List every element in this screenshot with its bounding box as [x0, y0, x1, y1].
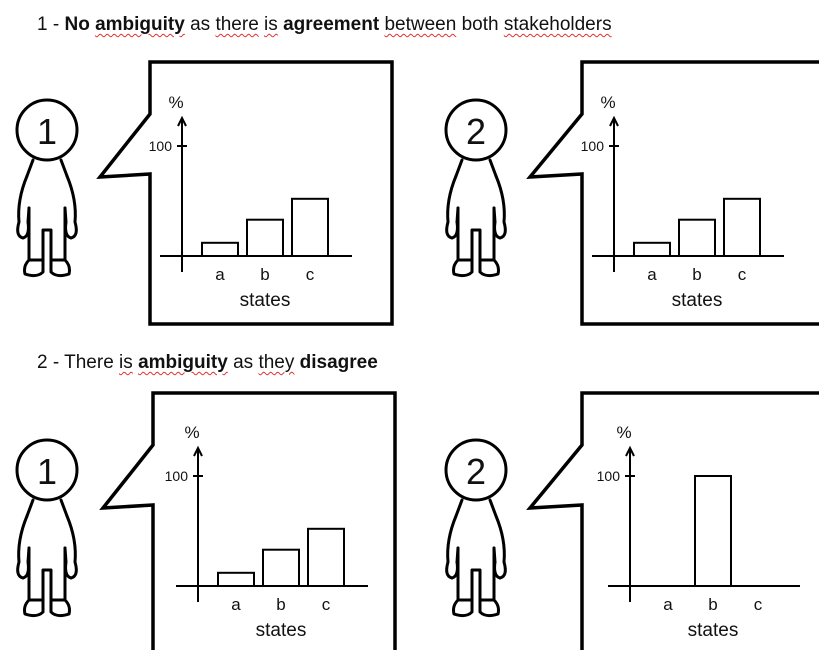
x-axis-label: states	[240, 290, 291, 311]
stakeholder-figure: 1	[17, 100, 77, 276]
stakeholder-body	[18, 176, 29, 238]
stakeholder-body	[25, 548, 70, 616]
bar-c	[724, 199, 760, 256]
x-tick-label: b	[708, 595, 717, 614]
y-axis-label: %	[600, 93, 615, 112]
speech-bubble	[103, 393, 395, 650]
stakeholder-body	[490, 500, 496, 516]
stakeholder-number: 2	[466, 111, 486, 152]
bar-a	[634, 243, 670, 256]
stakeholder-body	[61, 500, 67, 516]
stakeholder-body	[494, 516, 505, 578]
stakeholder-body	[65, 176, 76, 238]
y-axis-label: %	[168, 93, 183, 112]
y-tick-label: 100	[165, 468, 189, 484]
x-tick-label: c	[754, 595, 763, 614]
x-tick-label: a	[231, 595, 241, 614]
bar-a	[218, 573, 254, 586]
stakeholder-number: 2	[466, 451, 486, 492]
x-tick-label: b	[692, 265, 701, 284]
x-tick-label: b	[260, 265, 269, 284]
x-tick-label: c	[306, 265, 315, 284]
y-tick-label: 100	[149, 138, 173, 154]
y-axis-label: %	[184, 423, 199, 442]
stakeholder-body	[494, 176, 505, 238]
y-axis-label: %	[616, 423, 631, 442]
bar-b	[679, 220, 715, 256]
speech-bubble	[100, 62, 392, 324]
stakeholder-body	[490, 160, 496, 176]
stakeholder-body	[454, 208, 499, 276]
stakeholder-body	[456, 500, 462, 516]
bar-c	[308, 529, 344, 586]
stakeholder-figure: 2	[446, 100, 506, 276]
y-tick-label: 100	[597, 468, 621, 484]
stakeholder-figure: 1	[17, 440, 77, 616]
x-tick-label: a	[215, 265, 225, 284]
stakeholder-body	[27, 160, 33, 176]
speech-bubble	[530, 393, 819, 650]
stakeholder-body	[25, 208, 70, 276]
stakeholder-body	[456, 160, 462, 176]
stakeholder-number: 1	[37, 451, 57, 492]
speech-bubble	[530, 62, 819, 324]
stakeholder-body	[447, 176, 458, 238]
stakeholder-body	[27, 500, 33, 516]
bar-b	[695, 476, 731, 586]
x-axis-label: states	[688, 620, 739, 641]
x-tick-label: c	[322, 595, 331, 614]
bar-c	[292, 199, 328, 256]
stakeholder-body	[447, 516, 458, 578]
x-tick-label: a	[663, 595, 673, 614]
stakeholder-body	[61, 160, 67, 176]
y-tick-label: 100	[581, 138, 605, 154]
x-tick-label: c	[738, 265, 747, 284]
bar-b	[247, 220, 283, 256]
bar-a	[202, 243, 238, 256]
x-tick-label: b	[276, 595, 285, 614]
bar-b	[263, 550, 299, 586]
x-axis-label: states	[672, 290, 723, 311]
stakeholder-number: 1	[37, 111, 57, 152]
stakeholder-body	[18, 516, 29, 578]
x-axis-label: states	[256, 620, 307, 641]
stakeholder-body	[454, 548, 499, 616]
x-tick-label: a	[647, 265, 657, 284]
stakeholder-body	[65, 516, 76, 578]
stakeholder-figure: 2	[446, 440, 506, 616]
